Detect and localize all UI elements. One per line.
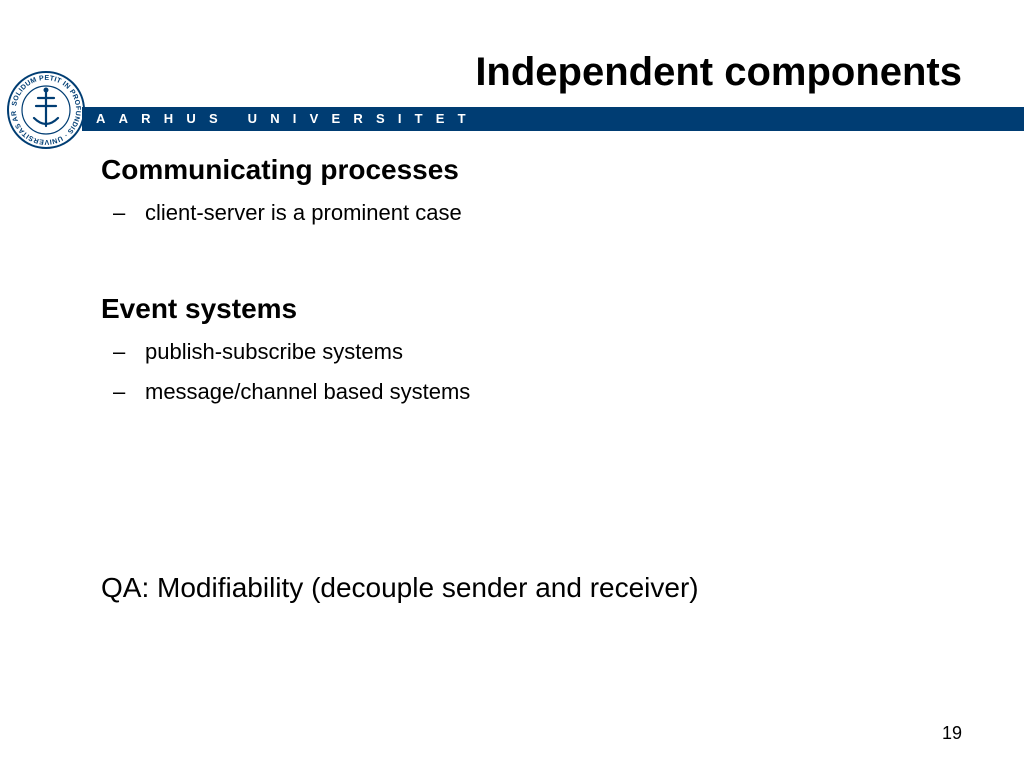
- bullet-dash: –: [113, 379, 126, 404]
- section-heading-events: Event systems: [101, 293, 298, 324]
- university-banner: AARHUS UNIVERSITET: [82, 107, 1024, 131]
- seal-graphic: SOLIDUM PETIT IN PROFUNDIS · UNIVERSITAS…: [3, 65, 85, 149]
- list-item-text: message/channel based systems: [145, 379, 471, 404]
- list-item-text: client-server is a prominent case: [145, 200, 462, 225]
- bullet-dash: –: [113, 339, 126, 364]
- university-seal-icon: SOLIDUM PETIT IN PROFUNDIS · UNIVERSITAS…: [3, 65, 86, 150]
- list-item: –publish-subscribe systems: [113, 338, 403, 366]
- list-item: –message/channel based systems: [113, 378, 470, 406]
- list-item-text: publish-subscribe systems: [145, 339, 403, 364]
- banner-text: AARHUS UNIVERSITET: [96, 111, 479, 126]
- slide-title: Independent components: [475, 50, 962, 94]
- list-item: –client-server is a prominent case: [113, 199, 462, 227]
- page-number: 19: [941, 723, 962, 743]
- section-heading-communicating: Communicating processes: [101, 154, 459, 185]
- bullet-dash: –: [113, 200, 126, 225]
- qa-statement: QA: Modifiability (decouple sender and r…: [101, 572, 699, 603]
